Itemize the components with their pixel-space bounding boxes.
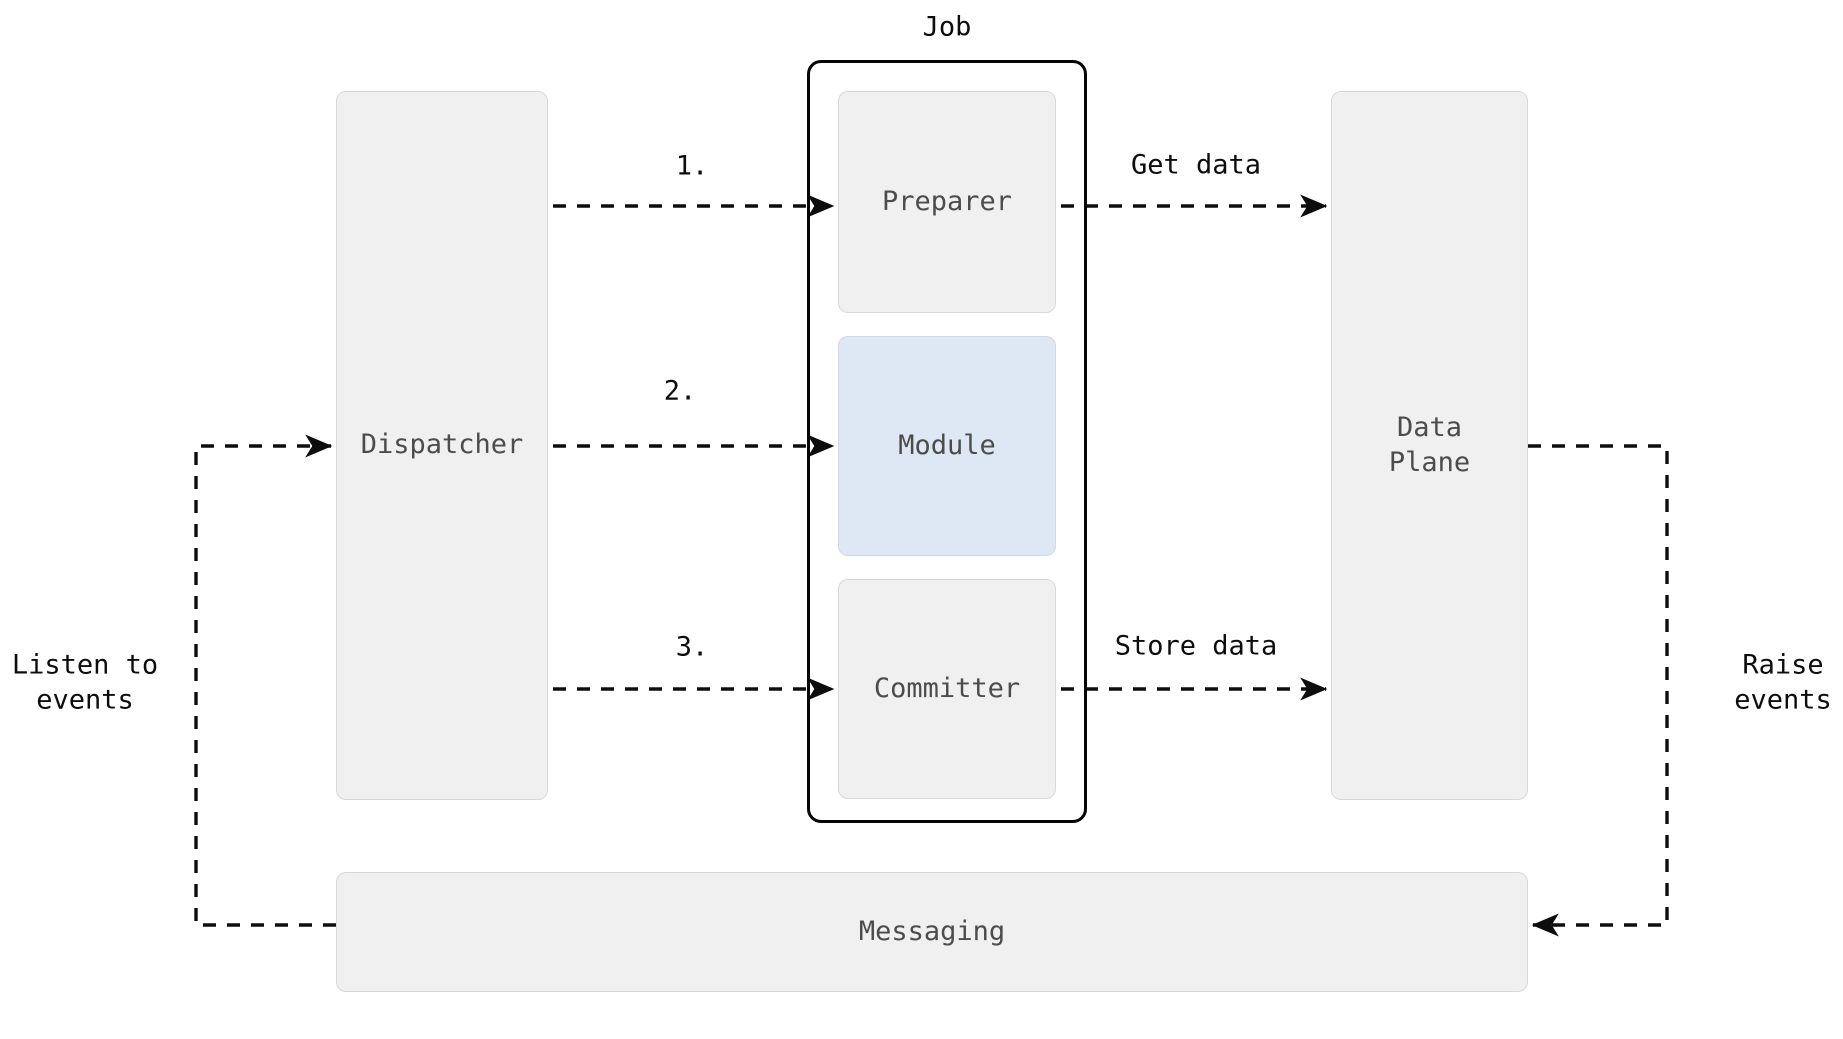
node-data-plane[interactable]: Data Plane: [1331, 91, 1528, 800]
edge-messaging-to-dispatcher: [194, 434, 336, 927]
job-group-title: Job: [922, 11, 972, 43]
node-messaging[interactable]: Messaging: [336, 872, 1528, 992]
node-dispatcher[interactable]: Dispatcher: [336, 91, 548, 800]
node-label-messaging: Messaging: [858, 915, 1006, 947]
node-label-committer: Committer: [873, 672, 1021, 704]
node-preparer[interactable]: Preparer: [838, 91, 1056, 313]
node-label-dispatcher: Dispatcher: [360, 429, 524, 461]
edge-label-preparer-to-data-plane: Get data: [1130, 149, 1262, 181]
node-label-module: Module: [898, 429, 996, 461]
edge-label-dispatcher-to-module: 2.: [663, 375, 697, 407]
edge-label-dispatcher-to-preparer: 1.: [675, 150, 709, 182]
job-group-frame: [807, 60, 1087, 823]
node-label-preparer: Preparer: [881, 185, 1013, 217]
edge-label-dispatcher-to-committer: 3.: [675, 631, 709, 663]
node-label-data-plane: Data Plane: [1388, 411, 1471, 478]
node-module[interactable]: Module: [838, 336, 1056, 556]
edge-data-plane-to-messaging: [1528, 444, 1669, 937]
node-committer[interactable]: Committer: [838, 579, 1056, 799]
edge-label-messaging-to-dispatcher: Listen to events: [11, 649, 159, 715]
edge-label-data-plane-to-messaging: Raise events: [1734, 649, 1832, 715]
edge-label-committer-to-data-plane: Store data: [1114, 630, 1278, 662]
